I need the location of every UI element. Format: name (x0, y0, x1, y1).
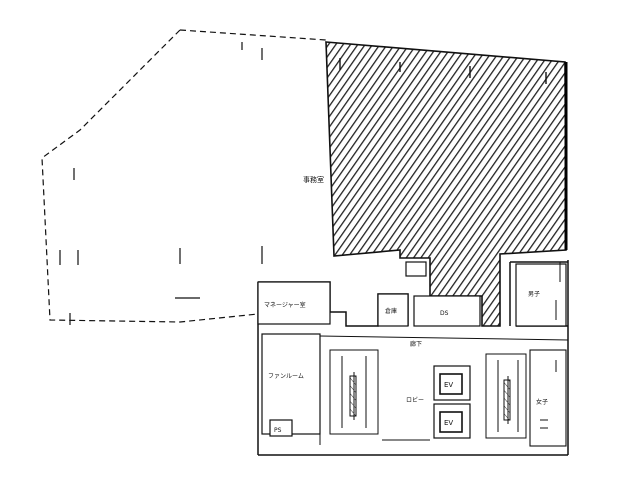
elevator-bank (433, 365, 471, 439)
right-toilet-label: 女子 (536, 398, 548, 406)
manager-room (257, 281, 331, 325)
stair-right (485, 353, 527, 439)
elevator-1-label: EV (444, 381, 453, 389)
ds-room (413, 295, 481, 327)
corridor-label: 廊下 (410, 340, 422, 348)
corridor-line (319, 335, 569, 341)
right-top-room-label: 男子 (528, 291, 540, 298)
toilet-fixtures (540, 360, 557, 429)
storage-label: 倉庫 (385, 307, 397, 315)
fan-room-label: ファンルーム (268, 373, 304, 380)
outer-boundary (41, 29, 327, 323)
stair-left (329, 349, 379, 435)
elevator-2-label: EV (444, 419, 453, 427)
office-area-label: 事務室 (303, 175, 324, 184)
ps-room (269, 419, 293, 437)
manager-room-label: マネージャー室 (264, 301, 306, 309)
fan-room (261, 333, 321, 435)
right-top-room (515, 263, 567, 327)
lobby-label: ロビー (406, 396, 424, 404)
right-toilet (529, 349, 567, 447)
misc-wall-details (319, 262, 561, 445)
office-column-marks (339, 58, 547, 84)
ds-label: DS (440, 310, 449, 317)
ps-label: PS (274, 427, 282, 434)
boundary-ticks (59, 42, 263, 325)
small-shaft (405, 261, 427, 277)
storage-room (377, 293, 409, 327)
